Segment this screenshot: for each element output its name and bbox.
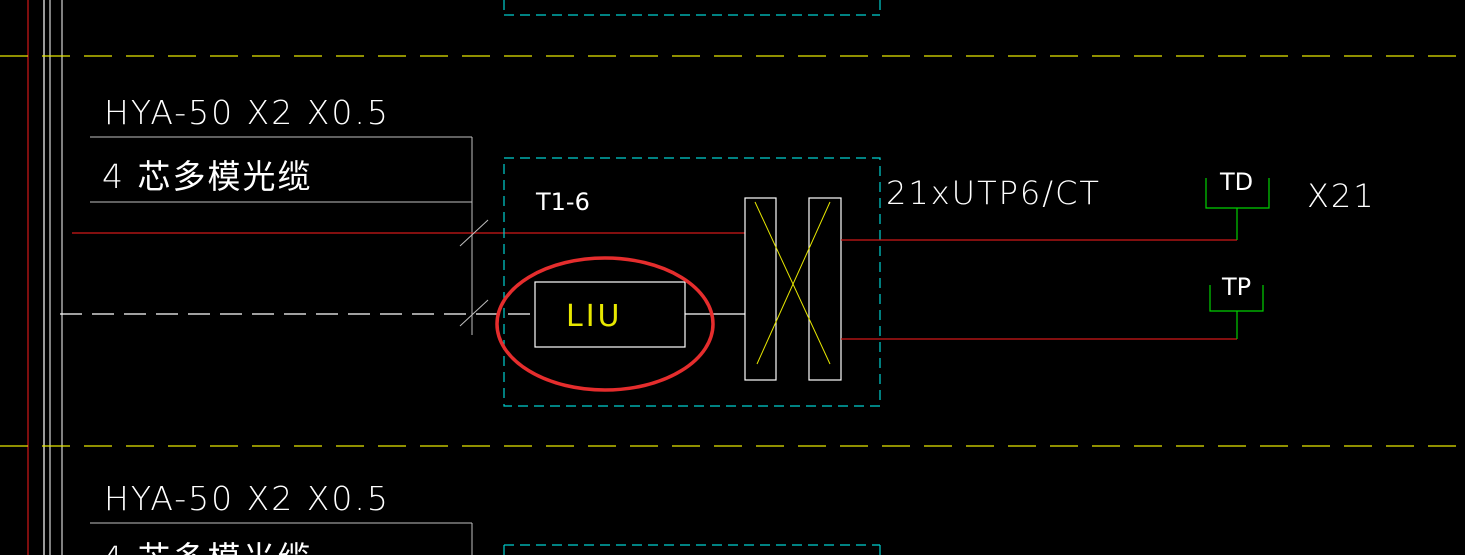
terminal-td-label: TD <box>1219 168 1253 196</box>
liu-label: LIU <box>566 299 623 334</box>
panel-label: T1-6 <box>535 188 590 216</box>
cable-spec-top: HYA-50 X2 X0.5 <box>104 93 390 132</box>
lower-cabinet-box <box>503 544 881 555</box>
liu-unit: LIU <box>534 281 745 348</box>
cable-label-top: HYA-50 X2 X0.5 4 芯多模光缆 <box>90 93 473 335</box>
axis-lines <box>0 55 1465 447</box>
highlight-circle <box>495 256 715 392</box>
outlet-label: X21 <box>1307 177 1376 215</box>
cable-desc-bottom: 4 芯多模光缆 <box>102 539 313 555</box>
terminal-tp: TP <box>1209 273 1264 339</box>
left-border-lines <box>27 0 63 555</box>
cable-spec-bottom: HYA-50 X2 X0.5 <box>104 479 390 518</box>
patch-panels <box>744 197 842 381</box>
upper-cabinet-box <box>503 0 881 16</box>
utp-label: 21xUTP6/CT <box>886 174 1101 212</box>
terminal-td: TD <box>1205 168 1270 240</box>
cable-desc-top: 4 芯多模光缆 <box>102 157 313 196</box>
incoming-cables <box>60 219 745 327</box>
terminal-tp-label: TP <box>1221 273 1251 301</box>
outgoing-cables <box>841 239 1237 340</box>
cabinet-box <box>503 157 881 407</box>
cable-label-bottom: HYA-50 X2 X0.5 4 芯多模光缆 <box>90 479 473 555</box>
